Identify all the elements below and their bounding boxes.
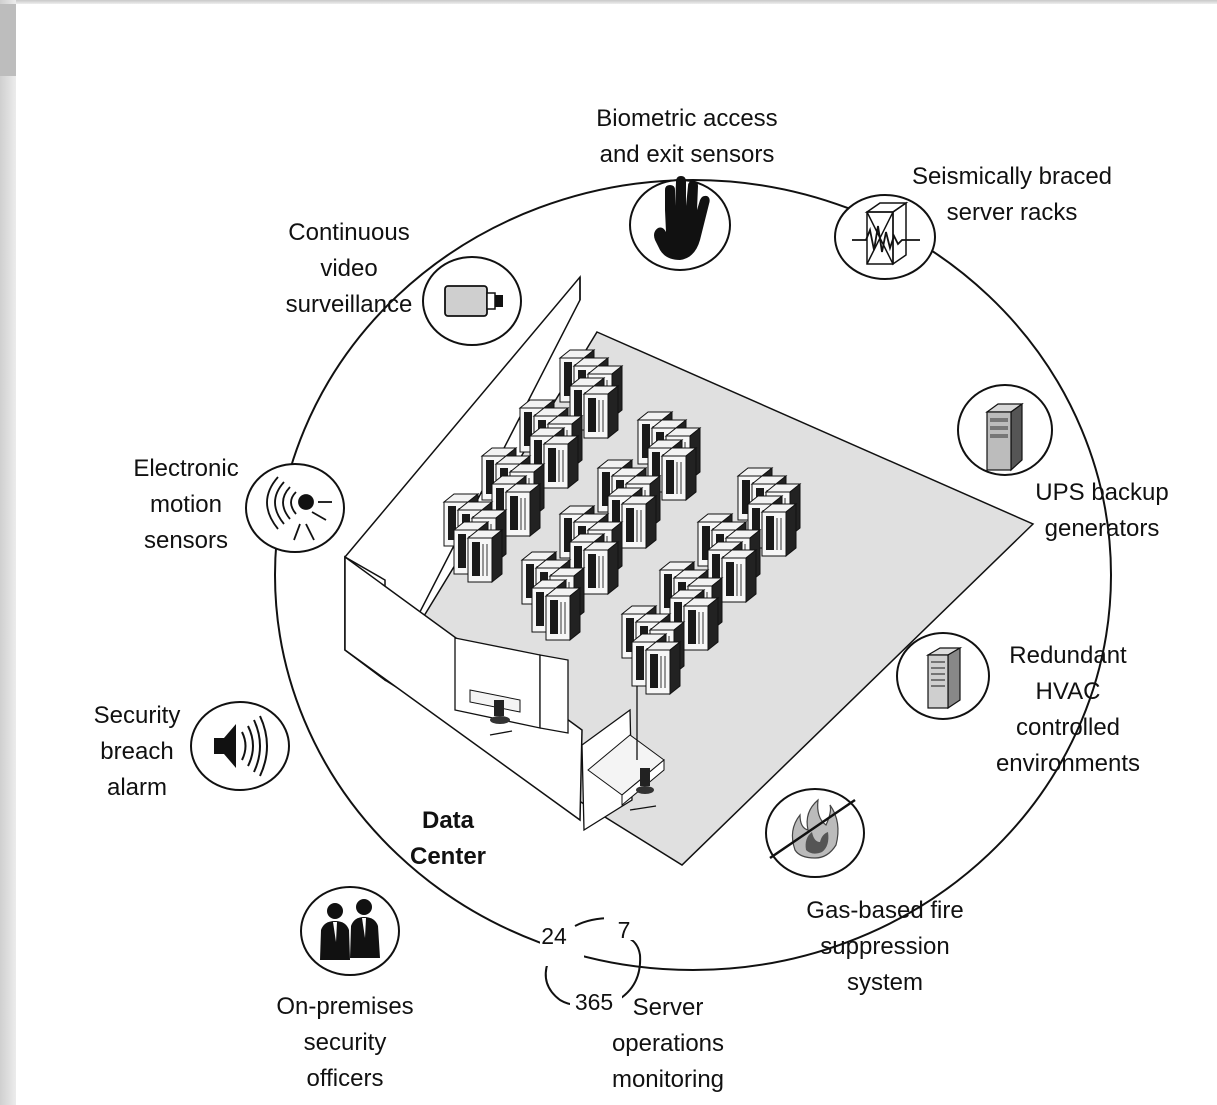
biometric-label-1: Biometric access	[596, 105, 777, 132]
hvac-unit-icon	[925, 646, 963, 710]
officers-label-3: officers	[307, 1065, 384, 1092]
seismic-rack-icon	[852, 201, 920, 266]
monitoring-node: 24 7 365	[540, 906, 642, 1018]
left-edge	[0, 0, 16, 1105]
monitoring-label-2: operations	[612, 1030, 724, 1057]
ups-node	[957, 384, 1053, 476]
officers-label-1: On-premises	[276, 993, 413, 1020]
no-fire-icon	[769, 798, 856, 860]
seismic-label-1: Seismically braced	[912, 163, 1112, 190]
hvac-label-1: Redundant	[1009, 642, 1127, 669]
center-label-line2: Center	[410, 843, 486, 870]
hvac-label-4: environments	[996, 750, 1140, 777]
video-node	[422, 256, 522, 346]
cycle-hours: 24	[541, 923, 567, 949]
biometric-node	[629, 176, 731, 271]
seismic-node	[834, 194, 936, 280]
video-label-1: Continuous	[288, 219, 409, 246]
hvac-label-2: HVAC	[1036, 678, 1101, 705]
officers-label-2: security	[304, 1029, 387, 1056]
top-edge	[0, 0, 1217, 4]
fire-node	[765, 788, 865, 878]
alarm-label-1: Security	[94, 702, 181, 729]
motion-label-3: sensors	[144, 527, 228, 554]
motion-node	[245, 463, 345, 553]
server-tower-icon	[985, 402, 1024, 472]
fire-label-2: suppression	[820, 933, 949, 960]
motion-label-1: Electronic	[133, 455, 238, 482]
motion-sensor-icon	[266, 476, 332, 541]
officers-icon	[320, 899, 380, 960]
monitoring-label-1: Server	[633, 994, 704, 1021]
ups-label-1: UPS backup	[1035, 479, 1168, 506]
seismic-label-2: server racks	[947, 199, 1078, 226]
fire-label-3: system	[847, 969, 923, 996]
video-camera-icon	[444, 285, 503, 317]
biometric-label-2: and exit sensors	[600, 141, 775, 168]
speaker-icon	[214, 715, 268, 777]
alarm-label-3: alarm	[107, 774, 167, 801]
monitoring-label-3: monitoring	[612, 1066, 724, 1093]
center-label-line1: Data	[422, 807, 475, 834]
hvac-node	[896, 632, 990, 720]
video-label-3: surveillance	[286, 291, 413, 318]
cycle-year: 365	[575, 989, 613, 1015]
left-tab	[0, 4, 16, 76]
motion-label-2: motion	[150, 491, 222, 518]
video-label-2: video	[320, 255, 377, 282]
hvac-label-3: controlled	[1016, 714, 1120, 741]
ring-outline	[274, 179, 1112, 971]
hand-icon	[654, 176, 710, 260]
cycle-days: 7	[618, 917, 631, 943]
fire-label-1: Gas-based fire	[806, 897, 963, 924]
ups-label-2: generators	[1045, 515, 1160, 542]
officers-node	[300, 886, 400, 976]
alarm-node	[190, 701, 290, 791]
alarm-label-2: breach	[100, 738, 173, 765]
clock-cycle-icon: 24 7 365	[540, 906, 642, 1018]
